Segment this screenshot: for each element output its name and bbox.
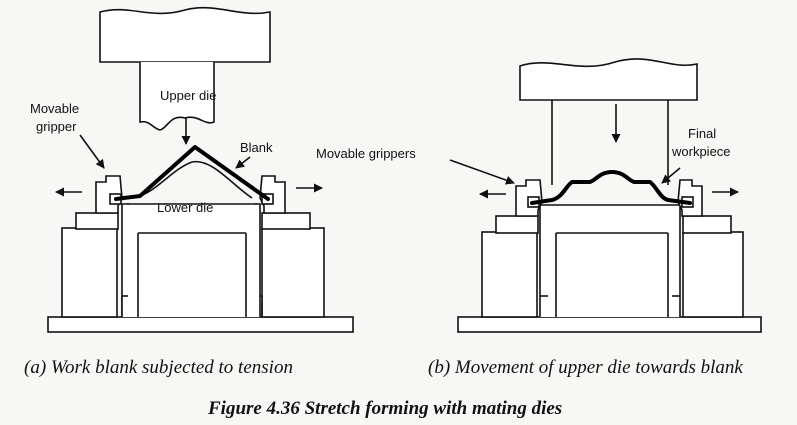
left-support-step-a bbox=[75, 212, 119, 230]
lower-die-b bbox=[539, 204, 681, 317]
caption-b: (b) Movement of upper die towards blank bbox=[428, 357, 743, 378]
blank-leader-a bbox=[235, 156, 251, 169]
upper-die-a bbox=[139, 62, 215, 131]
base-plate-b bbox=[457, 316, 762, 333]
diagram-b: Movable grippers Final workpiece bbox=[316, 58, 762, 333]
figure-title: Figure 4.36 Stretch forming with mating … bbox=[207, 398, 562, 419]
lower-die-dome-a bbox=[131, 160, 253, 199]
workpiece-leader-b bbox=[661, 167, 681, 184]
right-support-a bbox=[261, 227, 325, 318]
gripper-label-line1: Movable bbox=[30, 101, 79, 116]
lower-die-label: Lower die bbox=[157, 200, 213, 215]
blank-a bbox=[114, 145, 270, 201]
left-support-a bbox=[61, 227, 118, 318]
grippers-leader-b bbox=[449, 159, 515, 185]
blank-label: Blank bbox=[240, 140, 273, 155]
base-plate-a bbox=[47, 316, 354, 333]
lower-die-a bbox=[121, 203, 261, 317]
upper-die-top-b bbox=[519, 58, 698, 101]
workpiece-label-line1: Final bbox=[688, 126, 716, 141]
upper-die-top-a bbox=[99, 6, 271, 63]
right-support-step-a bbox=[261, 212, 311, 230]
diagram-a: Upper die Movable gripper Blank Lower di… bbox=[30, 6, 354, 333]
left-support-step-b bbox=[495, 215, 539, 234]
final-workpiece-b bbox=[530, 170, 692, 205]
caption-a: (a) Work blank subjected to tension bbox=[24, 357, 293, 378]
workpiece-label-line2: workpiece bbox=[671, 144, 731, 159]
gripper-leader-a bbox=[79, 134, 105, 169]
right-support-step-b bbox=[682, 215, 732, 234]
gripper-label-line2: gripper bbox=[36, 119, 77, 134]
left-support-b bbox=[481, 231, 538, 318]
upper-die-label: Upper die bbox=[160, 88, 216, 103]
grippers-label: Movable grippers bbox=[316, 146, 416, 161]
right-support-b bbox=[682, 231, 744, 318]
